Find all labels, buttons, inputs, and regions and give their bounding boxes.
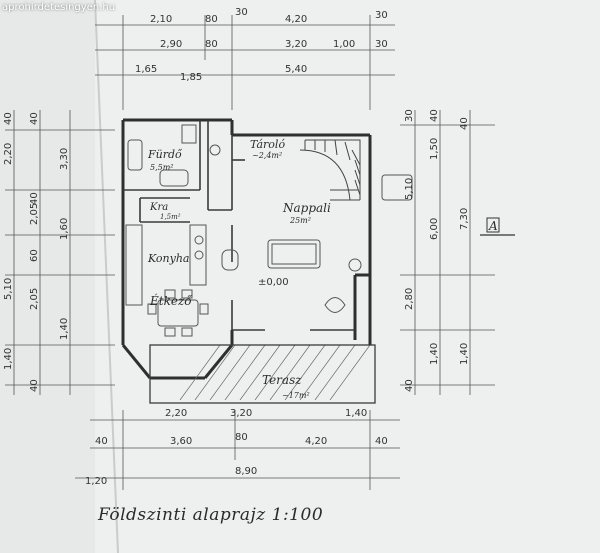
- top-dimension-lines: [95, 15, 395, 110]
- dim-left-inner-4: 1,60: [59, 218, 70, 240]
- section-mark: A: [480, 217, 515, 236]
- dim-bottom-3-1: 1,20: [85, 476, 107, 487]
- room-label-kitchen: Konyha: [147, 252, 190, 265]
- paper-fold: [94, 0, 119, 553]
- dim-right-outer-3: 6,00: [429, 218, 440, 240]
- right-dimension-lines: [400, 110, 495, 395]
- dim-bottom-2-5: 40: [375, 436, 388, 447]
- left-dimension-lines: [5, 110, 115, 395]
- interior-walls: [123, 120, 355, 331]
- dim-right-inner-2: 40: [459, 117, 470, 130]
- room-area-living-room: 25m²: [289, 216, 311, 225]
- dim-top-3-1: 1,65: [135, 64, 157, 75]
- dim-left-inner-1: 40: [29, 112, 40, 125]
- dim-left-inner-6: 2,05: [29, 288, 40, 310]
- dim-bottom-2-1: 40: [95, 436, 108, 447]
- dim-right-outer-7: 1,40: [459, 343, 470, 365]
- room-area-pantry: 1,5m²: [160, 213, 181, 221]
- room-label-living-room: Nappali: [282, 201, 331, 215]
- dim-left-outer-4: 5,10: [3, 278, 14, 300]
- dim-left-outer-1: 2,20: [3, 143, 14, 165]
- right-dimension-labels: 40 5,10 6,00 7,30 2,80 1,40 1,40 30 40 1…: [404, 109, 470, 392]
- dim-right-outer-4: 7,30: [459, 208, 470, 230]
- dim-top-2-4: 1,00: [333, 39, 355, 50]
- bathroom-fixtures: [127, 124, 221, 187]
- dim-top-1-2: 80: [205, 14, 218, 25]
- dim-right-inner-1: 30: [404, 109, 415, 122]
- room-label-pantry: Kra: [149, 202, 168, 213]
- room-label-dining: Étkező: [149, 293, 192, 308]
- staircase: [299, 139, 361, 201]
- dim-right-inner-4: 40: [404, 379, 415, 392]
- dim-bottom-2-3: 80: [235, 432, 248, 443]
- floor-level-mark: ±0,00: [258, 277, 289, 288]
- dim-top-2-5: 30: [375, 39, 388, 50]
- dim-top-2-3: 3,20: [285, 39, 307, 50]
- watermark-text: aprohirdetesingyen.hu: [2, 2, 116, 13]
- dim-top-1-5: 30: [375, 10, 388, 21]
- terrace-hatching: [179, 344, 371, 401]
- dim-left-outer-2: 3,30: [59, 148, 70, 170]
- dim-right-outer-2: 5,10: [404, 178, 415, 200]
- room-area-bathroom: 5,5m²: [150, 163, 174, 172]
- room-area-storage: ~2,4m²: [252, 151, 282, 160]
- dim-top-3-3: 5,40: [285, 64, 307, 75]
- dim-bottom-3-2: 8,90: [235, 466, 257, 477]
- dim-left-outer-3: 2,05: [29, 203, 40, 225]
- dim-bottom-1-2: 3,20: [230, 408, 252, 419]
- room-area-terrace: ~17m²: [282, 391, 310, 400]
- dim-top-1-1: 2,10: [150, 14, 172, 25]
- dim-right-outer-1: 40: [429, 109, 440, 122]
- exterior-walls: [121, 118, 372, 380]
- room-label-bathroom: Fürdő: [147, 148, 183, 161]
- dim-left-inner-3: 40: [29, 192, 40, 205]
- living-room-furniture: [221, 174, 413, 313]
- room-label-terrace: Terasz: [262, 373, 302, 387]
- left-dimension-labels: 2,20 3,30 2,05 5,10 1,40 40 40 40 1,60 6…: [3, 112, 70, 392]
- dim-right-inner-3: 1,50: [429, 138, 440, 160]
- section-mark-label: A: [488, 219, 498, 233]
- room-label-storage: Tároló: [250, 138, 285, 151]
- dim-left-inner-8: 40: [29, 379, 40, 392]
- dim-top-3-2: 1,85: [180, 72, 202, 83]
- dim-top-2-2: 80: [205, 39, 218, 50]
- dim-left-outer-5: 1,40: [59, 318, 70, 340]
- bottom-dimension-lines: [75, 410, 400, 490]
- dim-left-inner-5: 60: [29, 249, 40, 262]
- plan-caption: Földszinti alaprajz 1:100: [98, 505, 324, 525]
- dim-left-inner-2: 40: [3, 112, 14, 125]
- dim-bottom-2-2: 3,60: [170, 436, 192, 447]
- dim-bottom-2-4: 4,20: [305, 436, 327, 447]
- paper-sheet: [95, 0, 600, 553]
- dim-right-outer-6: 1,40: [429, 343, 440, 365]
- terrace-outline: [149, 344, 376, 404]
- dim-top-1-4: 4,20: [285, 14, 307, 25]
- dim-top-2-1: 2,90: [160, 39, 182, 50]
- dim-bottom-1-3: 1,40: [345, 408, 367, 419]
- dim-left-inner-7: 1,40: [3, 348, 14, 370]
- kitchen-counters: [125, 224, 207, 306]
- dim-top-1-3: 30: [235, 7, 248, 18]
- dining-table: [147, 289, 209, 337]
- dim-right-outer-5: 2,80: [404, 288, 415, 310]
- dim-bottom-1-1: 2,20: [165, 408, 187, 419]
